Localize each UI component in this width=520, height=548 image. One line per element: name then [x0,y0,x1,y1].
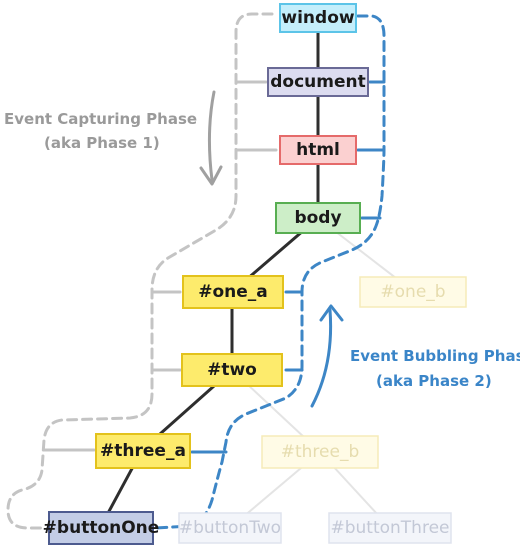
node-one-b: #one_b [359,276,467,308]
node-html-label: html [296,140,340,160]
bubbling-phase-ticks [190,80,386,454]
node-one-a-label: #one_a [198,282,268,302]
capturing-phase-path [6,12,274,530]
node-window-label: window [281,8,354,28]
node-document-label: document [270,72,366,92]
node-html: html [279,135,357,165]
node-body-label: body [294,208,341,228]
capturing-phase-title: Event Capturing Phase [4,110,197,128]
capturing-phase-ticks [42,80,278,452]
capturing-arrow-icon [199,90,223,186]
capturing-phase-subtitle: (aka Phase 1) [44,134,160,152]
node-body: body [275,202,361,234]
node-button-three: #buttonThree [328,512,452,544]
node-one-b-label: #one_b [380,282,445,302]
node-two: #two [181,353,283,387]
node-button-one: #buttonOne [43,511,160,545]
node-three-a-label: #three_a [100,441,186,461]
bubbling-arrow-icon [310,304,344,408]
bubbling-phase-subtitle: (aka Phase 2) [376,372,492,390]
node-three-b: #three_b [261,435,379,469]
node-window: window [279,3,357,33]
node-one-a: #one_a [182,275,284,309]
bubbling-phase-path [154,14,386,530]
node-three-b-label: #three_b [281,442,360,462]
node-button-two-label: #buttonTwo [179,518,281,538]
node-two-label: #two [207,360,257,380]
node-button-one-label: #buttonOne [43,518,160,538]
node-document: document [267,67,369,97]
bubbling-phase-title: Event Bubbling Phase [350,347,520,365]
node-button-three-label: #buttonThree [330,518,449,538]
node-button-two: #buttonTwo [178,512,282,544]
node-three-a: #three_a [95,433,191,469]
